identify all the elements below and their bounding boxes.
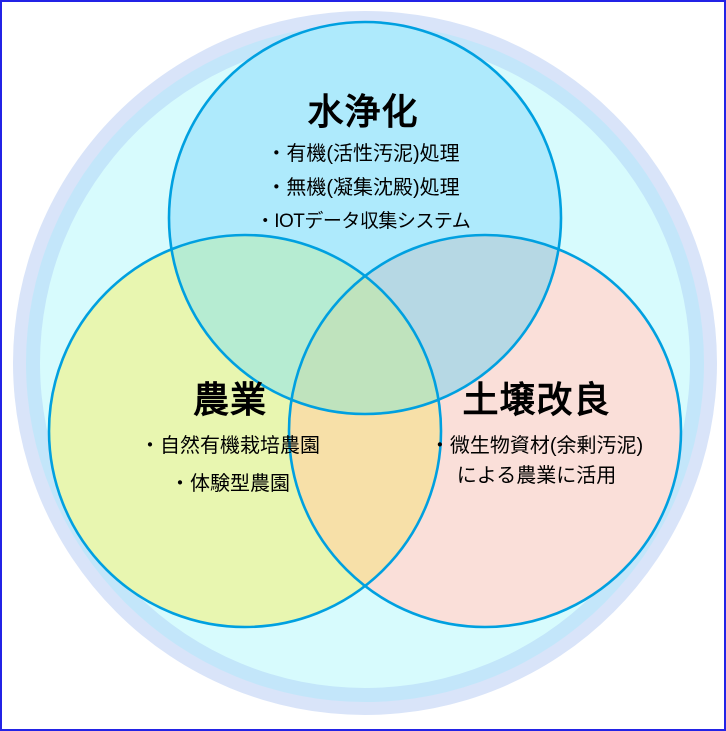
circle-soil-outline bbox=[287, 233, 683, 629]
circle-agriculture-outline bbox=[47, 233, 443, 629]
intersection-all-three bbox=[289, 235, 441, 414]
circle-water-outline bbox=[167, 20, 563, 416]
